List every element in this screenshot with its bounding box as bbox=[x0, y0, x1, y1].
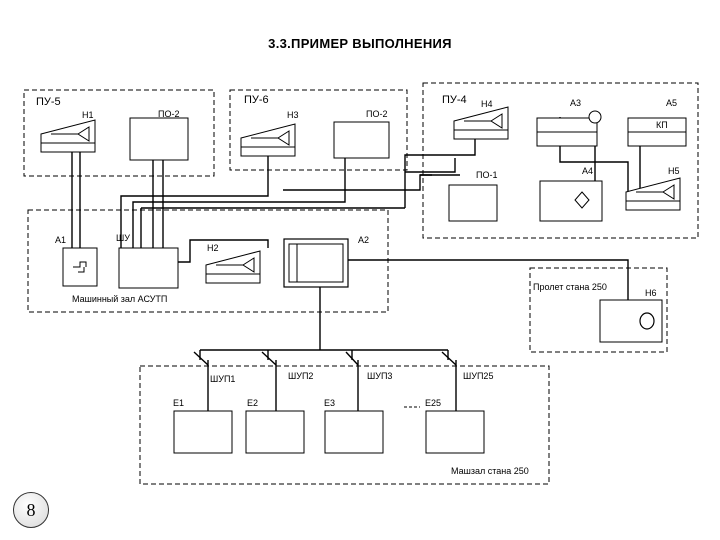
terminal-a3 bbox=[536, 110, 602, 147]
label-shu: ШУ bbox=[116, 233, 130, 243]
label-a2: А2 bbox=[358, 235, 369, 245]
label-e25: Е25 bbox=[425, 398, 441, 408]
zone-pu6-border bbox=[229, 89, 408, 171]
label-shup2: ШУП2 bbox=[288, 371, 313, 381]
zone-pu5-border bbox=[23, 89, 215, 177]
label-kp: КП bbox=[656, 120, 668, 130]
server-a2 bbox=[283, 238, 349, 288]
label-shup25: ШУП25 bbox=[463, 371, 493, 381]
label-e2: Е2 bbox=[247, 398, 258, 408]
label-a3: А3 bbox=[570, 98, 581, 108]
zone-mill-hall-label: Машзал стана 250 bbox=[451, 466, 529, 476]
connection-lines bbox=[71, 117, 641, 411]
terminal-e25 bbox=[425, 410, 485, 454]
label-po2-pu5: ПО-2 bbox=[158, 109, 179, 119]
page-title: 3.3.ПРИМЕР ВЫПОЛНЕНИЯ bbox=[268, 36, 452, 51]
printer-n1 bbox=[40, 119, 96, 153]
label-shup1: ШУП1 bbox=[210, 374, 235, 384]
printer-n2 bbox=[205, 250, 261, 284]
label-n6: Н6 bbox=[645, 288, 657, 298]
zone-pu6-label: ПУ-6 bbox=[244, 94, 269, 106]
po2-box-pu5 bbox=[129, 117, 189, 161]
zone-pu4-label: ПУ-4 bbox=[442, 94, 467, 106]
label-e3: Е3 bbox=[324, 398, 335, 408]
label-a5: А5 bbox=[666, 98, 677, 108]
label-po2-pu6: ПО-2 bbox=[366, 109, 387, 119]
kp-box bbox=[627, 117, 687, 147]
zone-machine-room-border bbox=[27, 209, 389, 313]
printer-n3 bbox=[240, 123, 296, 157]
zone-pu5-label: ПУ-5 bbox=[36, 96, 61, 108]
zone-span-label: Пролет стана 250 bbox=[533, 282, 607, 292]
label-po1: ПО-1 bbox=[476, 170, 497, 180]
label-n4: Н4 bbox=[481, 99, 493, 109]
zone-mill-hall-border bbox=[139, 365, 550, 485]
shu-cabinet bbox=[118, 247, 179, 289]
page-number-badge: 8 bbox=[13, 492, 49, 528]
po1-box bbox=[448, 184, 498, 222]
po2-box-pu6 bbox=[333, 121, 390, 159]
label-n2: Н2 bbox=[207, 243, 219, 253]
page-number: 8 bbox=[26, 499, 36, 520]
label-shup3: ШУП3 bbox=[367, 371, 392, 381]
label-n5: Н5 bbox=[668, 166, 680, 176]
switch-a1 bbox=[62, 247, 98, 287]
label-e1: Е1 bbox=[173, 398, 184, 408]
label-a1: А1 bbox=[55, 235, 66, 245]
terminal-e2 bbox=[245, 410, 305, 454]
terminal-a4 bbox=[539, 180, 603, 222]
zone-span-border bbox=[529, 267, 668, 353]
device-n6 bbox=[599, 299, 663, 343]
label-a4: А4 bbox=[582, 166, 593, 176]
printer-n5 bbox=[625, 177, 681, 211]
zone-pu4-border bbox=[422, 82, 699, 239]
label-n3: Н3 bbox=[287, 110, 299, 120]
printer-n4 bbox=[453, 106, 509, 140]
zone-machine-room-label: Машинный зал АСУТП bbox=[72, 294, 167, 304]
label-n1: Н1 bbox=[82, 110, 94, 120]
terminal-e3 bbox=[324, 410, 384, 454]
terminal-e1 bbox=[173, 410, 233, 454]
